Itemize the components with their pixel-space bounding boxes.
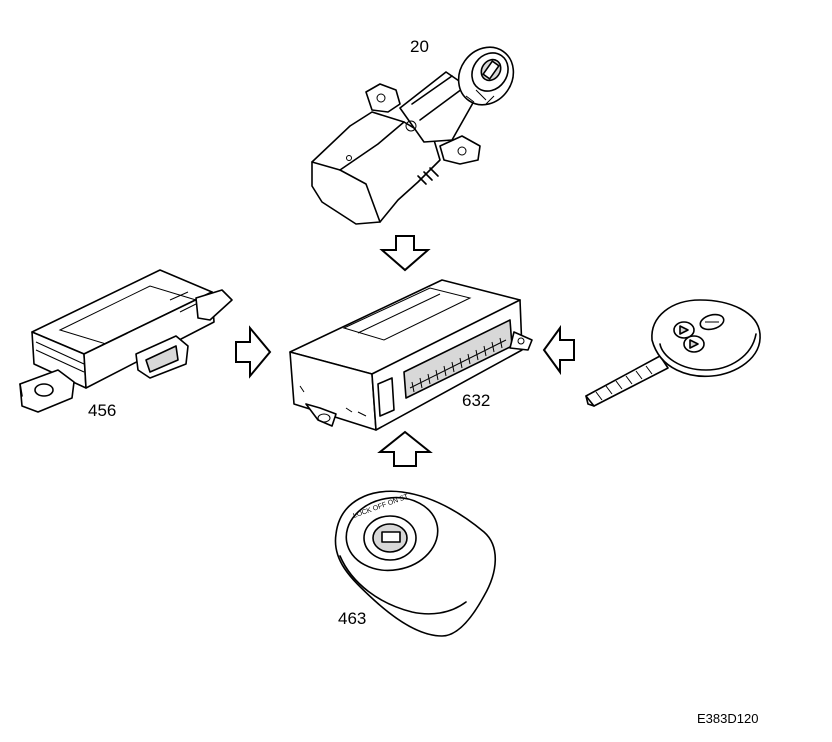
- arrow-right-icon: [235, 325, 272, 379]
- arrow-up-icon: [377, 430, 433, 467]
- label-control-module: 632: [462, 391, 491, 410]
- arrow-down-icon: [379, 235, 431, 272]
- ignition-cover-icon: LOCK OFF ON ST: [334, 490, 496, 637]
- remote-key-icon: [585, 299, 761, 407]
- control-module-icon: [289, 279, 533, 431]
- arrow-left-icon: [542, 324, 575, 376]
- ignition-switch-icon: [311, 46, 515, 225]
- receiver-module-icon: [19, 269, 233, 413]
- label-ignition-switch: 20: [410, 37, 429, 56]
- label-ignition-cover: 463: [338, 609, 367, 628]
- label-receiver-module: 456: [88, 401, 117, 420]
- figure-code: E383D120: [697, 711, 759, 726]
